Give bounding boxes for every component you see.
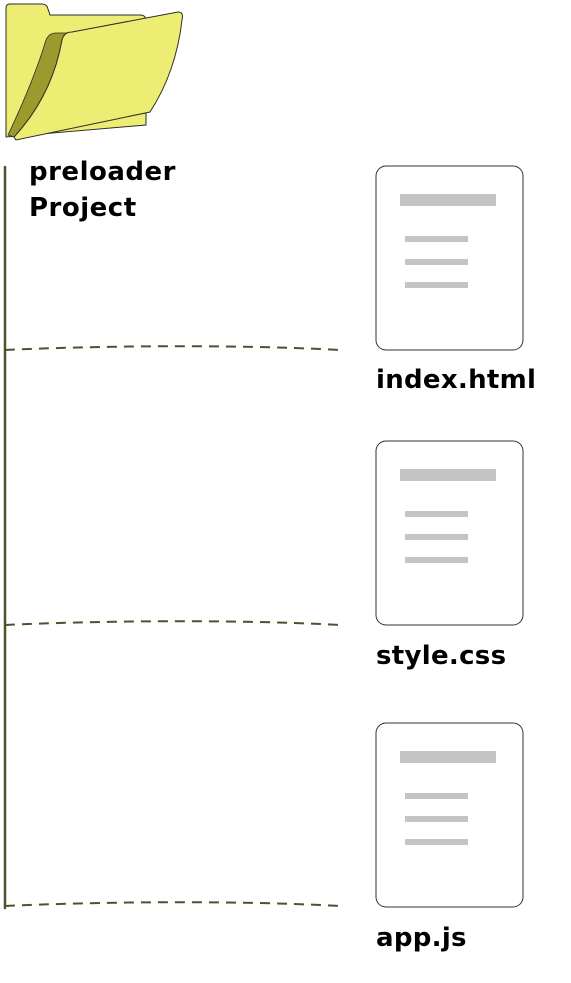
file-name-app-js: app.js (376, 923, 467, 953)
document-icon (375, 722, 524, 908)
folder-front (13, 11, 183, 141)
folder-name-line2: Project (29, 193, 137, 223)
tree-trunk (3, 165, 7, 910)
branch-connector (4, 345, 341, 351)
file-name-style-css: style.css (376, 641, 507, 671)
folder-name: preloader Project (29, 154, 176, 226)
document-icon (375, 440, 524, 626)
document-icon (375, 165, 524, 351)
file-name-index-html: index.html (376, 365, 537, 395)
branch-connector (4, 901, 341, 907)
folder-name-line1: preloader (29, 157, 176, 187)
branch-connector (4, 620, 341, 626)
folder-icon (5, 3, 183, 141)
